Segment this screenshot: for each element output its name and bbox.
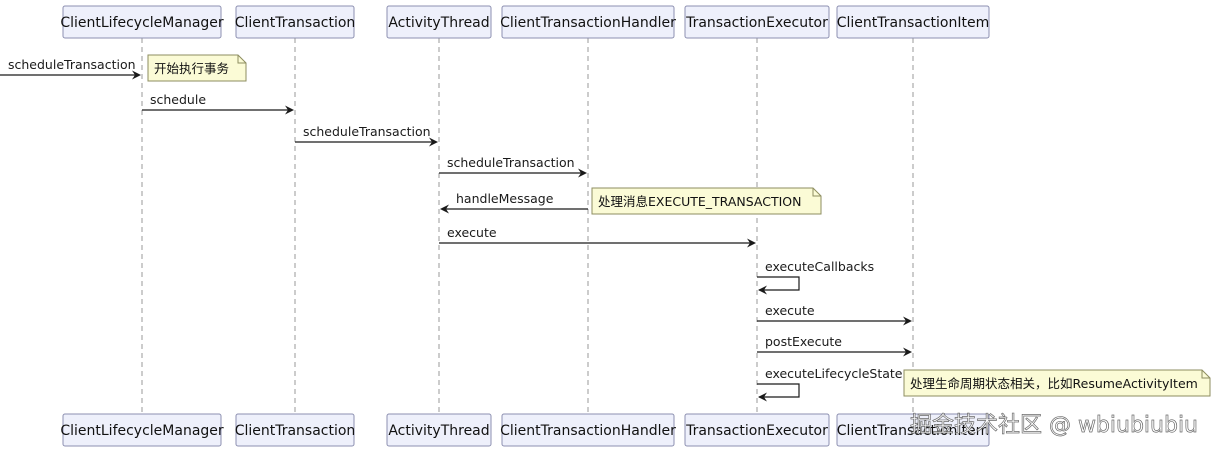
message-label: execute xyxy=(765,303,815,318)
message-schedule-transaction: scheduleTransaction xyxy=(439,155,587,178)
participant-client-lifecycle-manager-bottom: ClientLifecycleManager xyxy=(60,413,224,447)
participant-client-lifecycle-manager-top: ClientLifecycleManager xyxy=(60,5,224,39)
note-text: 开始执行事务 xyxy=(154,61,229,76)
message-schedule-transaction: scheduleTransaction xyxy=(0,57,141,80)
message-label: executeLifecycleState xyxy=(765,366,903,381)
message-label: handleMessage xyxy=(456,191,554,206)
message-execute: execute xyxy=(439,225,756,248)
participant-label: TransactionExecutor xyxy=(685,15,828,31)
message-post-execute: postExecute xyxy=(757,334,912,357)
participant-label: ClientTransaction xyxy=(235,15,356,31)
message-label: postExecute xyxy=(765,334,842,349)
participant-label: ActivityThread xyxy=(388,15,489,31)
message-label: execute xyxy=(447,225,497,240)
participant-client-transaction-bottom: ClientTransaction xyxy=(235,413,356,447)
message-label: scheduleTransaction xyxy=(447,155,575,170)
participant-label: ClientTransactionItem xyxy=(837,15,990,31)
participant-label: ActivityThread xyxy=(388,423,489,439)
participant-client-transaction-top: ClientTransaction xyxy=(235,5,356,39)
participant-label: ClientTransaction xyxy=(235,423,356,439)
note-2: 处理消息EXECUTE_TRANSACTION xyxy=(591,187,822,215)
message-execute: execute xyxy=(757,303,912,326)
message-schedule-transaction: scheduleTransaction xyxy=(295,124,438,147)
participant-client-transaction-handler-bottom: ClientTransactionHandler xyxy=(500,413,676,447)
participant-client-transaction-handler-top: ClientTransactionHandler xyxy=(500,5,676,39)
participant-client-transaction-item-bottom: ClientTransactionItem xyxy=(836,413,990,447)
note-text: 处理消息EXECUTE_TRANSACTION xyxy=(598,194,801,209)
message-execute-callbacks: executeCallbacks xyxy=(757,259,874,295)
participant-client-transaction-item-top: ClientTransactionItem xyxy=(836,5,990,39)
participant-label: TransactionExecutor xyxy=(685,423,828,439)
note-text: 处理生命周期状态相关，比如ResumeActivityItem xyxy=(910,376,1198,391)
watermark: 掘金技术社区 @ wbiubiubiu xyxy=(910,413,1198,438)
participant-label: ClientLifecycleManager xyxy=(60,15,224,31)
participant-label: ClientTransactionHandler xyxy=(500,423,676,439)
participant-activity-thread-bottom: ActivityThread xyxy=(386,413,492,447)
participant-label: ClientTransactionHandler xyxy=(500,15,676,31)
participant-transaction-executor-bottom: TransactionExecutor xyxy=(684,413,830,447)
participant-activity-thread-top: ActivityThread xyxy=(386,5,492,39)
participant-label: ClientLifecycleManager xyxy=(60,423,224,439)
note-1: 开始执行事务 xyxy=(147,54,247,82)
message-label: executeCallbacks xyxy=(765,259,874,274)
message-label: scheduleTransaction xyxy=(8,57,136,72)
note-3: 处理生命周期状态相关，比如ResumeActivityItem xyxy=(903,369,1211,397)
message-schedule: schedule xyxy=(142,92,294,115)
message-execute-lifecycle-state: executeLifecycleState xyxy=(757,366,903,402)
message-label: schedule xyxy=(150,92,206,107)
participant-transaction-executor-top: TransactionExecutor xyxy=(684,5,830,39)
message-handle-message: handleMessage xyxy=(440,191,588,214)
participant-label: ClientTransactionItem xyxy=(837,423,990,439)
message-label: scheduleTransaction xyxy=(303,124,431,139)
